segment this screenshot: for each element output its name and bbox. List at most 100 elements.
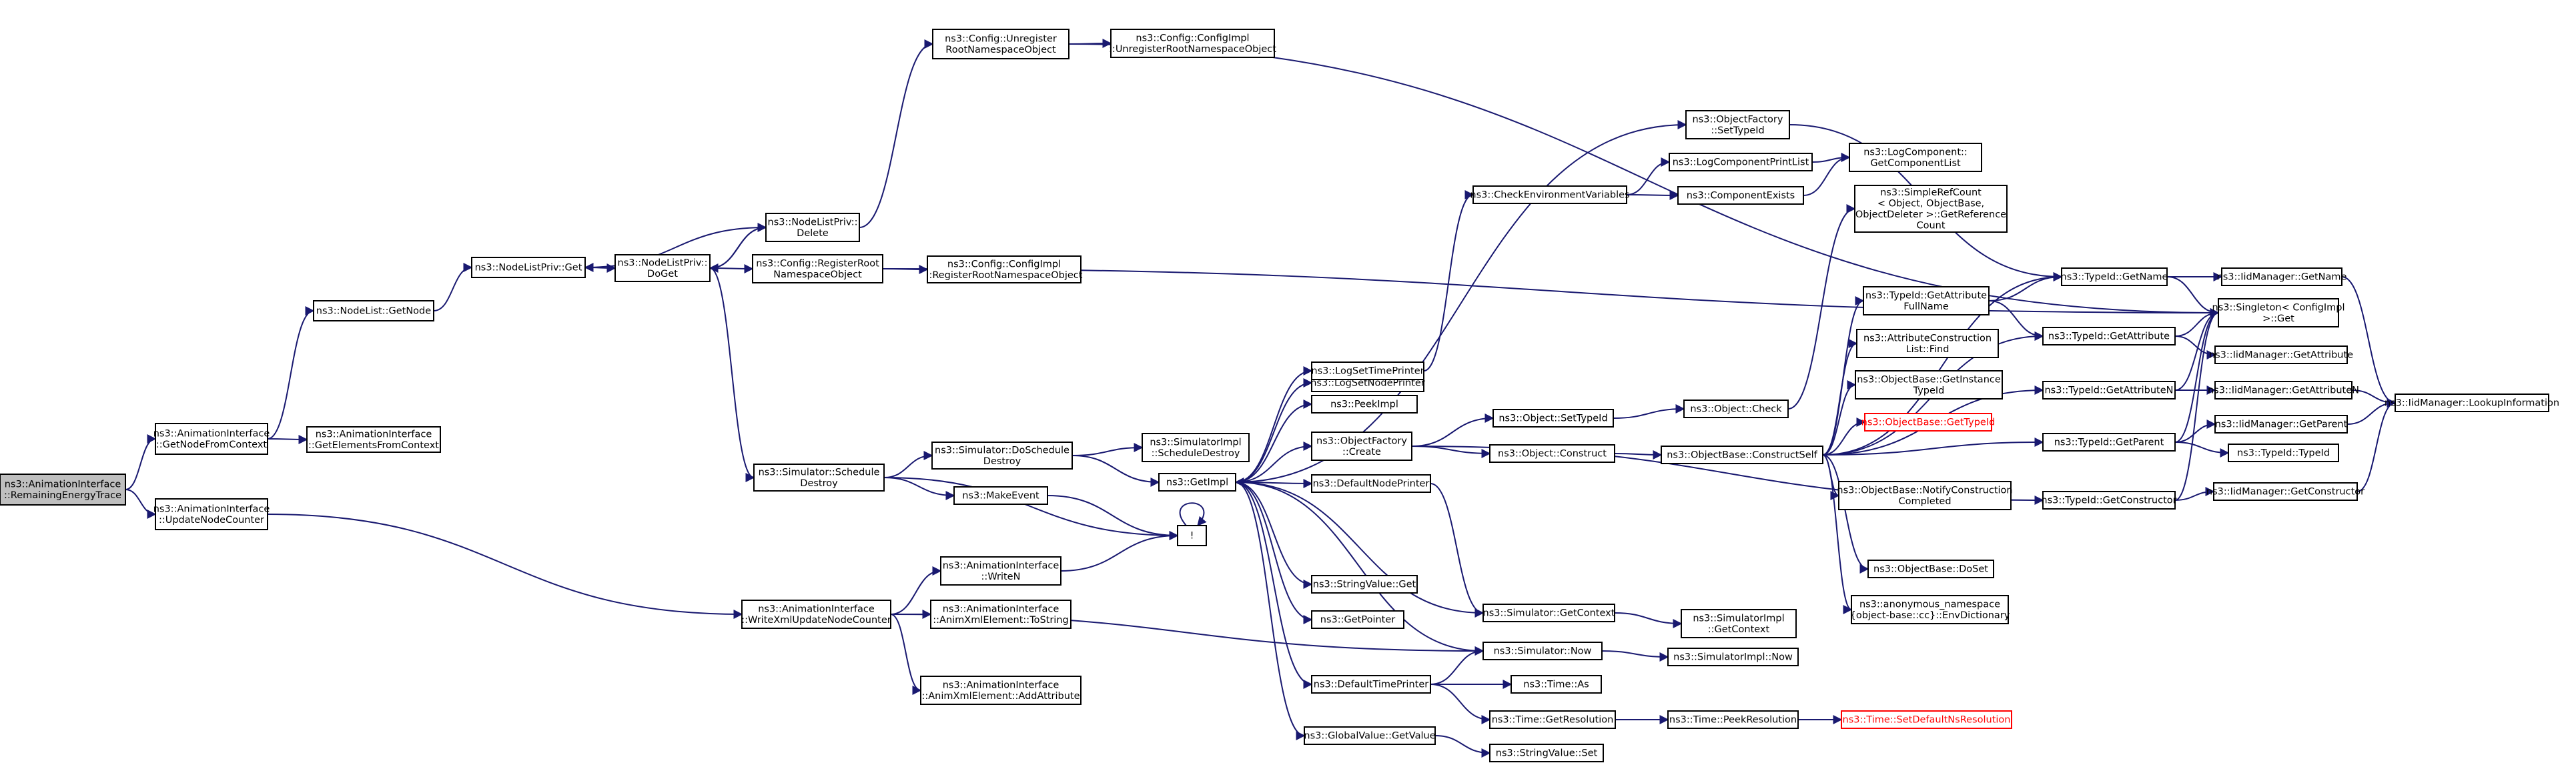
node-get-elements-from-context[interactable]: ns3::AnimationInterface::GetElementsFrom… [306, 426, 441, 453]
node-box[interactable] [2061, 267, 2168, 286]
node-box[interactable] [940, 556, 1061, 586]
node-anon-env-dictionary[interactable]: ns3::anonymous_namespace{object-base::cc… [1850, 595, 2010, 624]
node-box[interactable] [1841, 710, 2012, 729]
node-type-id-get-name[interactable]: ns3::TypeId::GetName [2061, 267, 2168, 286]
node-box[interactable] [1669, 153, 1813, 171]
node-box[interactable] [1489, 744, 1604, 762]
node-config-impl-unregister[interactable]: ns3::Config::ConfigImpl::UnregisterRootN… [1109, 29, 1276, 58]
node-box[interactable] [765, 213, 860, 242]
node-box[interactable] [2214, 415, 2348, 434]
node-node-list-priv-get[interactable]: ns3::NodeListPriv::Get [471, 257, 586, 278]
node-object-base-get-type-id[interactable]: ns3::ObjectBase::GetTypeId [1861, 413, 1996, 432]
node-write-xml-update-node-counter[interactable]: ns3::AnimationInterface::WriteXmlUpdateN… [741, 600, 891, 629]
node-box[interactable] [1110, 29, 1275, 58]
node-box[interactable] [1855, 370, 2003, 400]
node-object-base-notify-construction-completed[interactable]: ns3::ObjectBase::NotifyConstructionCompl… [1837, 481, 2013, 510]
node-box[interactable] [1304, 726, 1436, 745]
node-box[interactable] [2221, 267, 2342, 286]
node-object-base-construct-self[interactable]: ns3::ObjectBase::ConstructSelf [1661, 446, 1823, 464]
node-global-value-get-value[interactable]: ns3::GlobalValue::GetValue [1304, 726, 1436, 745]
node-box[interactable] [2214, 381, 2352, 400]
node-box[interactable] [1311, 474, 1431, 493]
node-box[interactable] [1856, 329, 1999, 358]
node-anim-xml-to-string[interactable]: ns3::AnimationInterface::AnimXmlElement:… [930, 600, 1071, 629]
node-box[interactable] [1838, 481, 2012, 510]
node-object-check[interactable]: ns3::Object::Check [1683, 400, 1789, 418]
node-config-register[interactable]: ns3::Config::RegisterRootNamespaceObject [752, 254, 883, 283]
node-type-id-get-attribute-n[interactable]: ns3::TypeId::GetAttributeN [2042, 381, 2176, 400]
node-object-construct[interactable]: ns3::Object::Construct [1489, 444, 1615, 463]
node-sim-impl-now[interactable]: ns3::SimulatorImpl::Now [1667, 648, 1799, 666]
node-string-value-set[interactable]: ns3::StringValue::Set [1489, 744, 1604, 762]
node-box[interactable] [1667, 710, 1799, 729]
node-default-node-printer[interactable]: ns3::DefaultNodePrinter [1311, 474, 1431, 493]
node-anim-xml-add-attribute[interactable]: ns3::AnimationInterface::AnimXmlElement:… [920, 676, 1082, 705]
node-time-get-resolution[interactable]: ns3::Time::GetResolution [1489, 710, 1616, 729]
node-time-peek-resolution[interactable]: ns3::Time::PeekResolution [1667, 710, 1799, 729]
node-box[interactable] [1677, 186, 1804, 205]
node-box[interactable] [1311, 395, 1418, 414]
node-config-impl-register[interactable]: ns3::Config::ConfigImpl::RegisterRootNam… [926, 255, 1083, 283]
node-box[interactable] [953, 486, 1048, 505]
node-type-id-get-constructor[interactable]: ns3::TypeId::GetConstructor [2041, 491, 2177, 510]
node-iid-get-name[interactable]: ns3::IidManager::GetName [2217, 267, 2347, 286]
node-config-unregister[interactable]: ns3::Config::UnregisterRootNamespaceObje… [932, 29, 1069, 59]
node-box[interactable] [930, 600, 1071, 629]
node-sim-get-context[interactable]: ns3::Simulator::GetContext [1482, 604, 1615, 622]
node-write-n[interactable]: ns3::AnimationInterface::WriteN [940, 556, 1061, 586]
node-box[interactable] [1681, 609, 1797, 638]
node-sim-schedule-destroy[interactable]: ns3::Simulator::ScheduleDestroy [753, 464, 885, 492]
node-box[interactable] [931, 442, 1073, 470]
node-time-as[interactable]: ns3::Time::As [1511, 675, 1602, 694]
node-box[interactable] [1864, 413, 1992, 432]
node-box[interactable] [753, 464, 885, 492]
node-time-set-default-ns-resolution[interactable]: ns3::Time::SetDefaultNsResolution [1841, 710, 2012, 729]
node-box[interactable] [2213, 482, 2358, 501]
node-iid-get-attribute[interactable]: ns3::IidManager::GetAttribute [2209, 345, 2353, 364]
node-box[interactable] [471, 257, 586, 278]
node-box[interactable] [1489, 710, 1616, 729]
node-box[interactable] [1489, 444, 1615, 463]
node-box[interactable] [1311, 675, 1431, 694]
node-type-id-get-parent[interactable]: ns3::TypeId::GetParent [2042, 433, 2176, 452]
node-box[interactable] [1492, 409, 1614, 428]
node-root[interactable]: ns3::AnimationInterface::RemainingEnergy… [0, 474, 126, 506]
node-box[interactable] [1849, 143, 1982, 172]
node-box[interactable] [2042, 491, 2176, 510]
node-box[interactable] [1867, 560, 1994, 578]
node-box[interactable] [2228, 444, 2339, 462]
node-box[interactable] [1482, 604, 1615, 622]
node-check-env[interactable]: ns3::CheckEnvironmentVariables [1470, 185, 1630, 204]
node-box[interactable] [1472, 185, 1627, 204]
node-box[interactable] [2218, 298, 2339, 327]
node-object-set-type-id[interactable]: ns3::Object::SetTypeId [1492, 409, 1614, 428]
node-box[interactable] [1854, 185, 2008, 233]
node-box[interactable] [0, 474, 126, 506]
node-get-pointer[interactable]: ns3::GetPointer [1311, 610, 1404, 629]
node-bang[interactable]: ! [1177, 525, 1207, 546]
node-box[interactable] [1511, 675, 1602, 694]
node-box[interactable] [313, 300, 434, 321]
node-iid-get-parent[interactable]: ns3::IidManager::GetParent [2214, 415, 2348, 434]
node-sim-impl-schedule-destroy[interactable]: ns3::SimulatorImpl::ScheduleDestroy [1142, 433, 1250, 462]
node-default-time-printer[interactable]: ns3::DefaultTimePrinter [1311, 675, 1431, 694]
node-box[interactable] [1311, 610, 1404, 629]
node-box[interactable] [1661, 446, 1823, 464]
node-box[interactable] [614, 254, 711, 282]
node-string-value-get[interactable]: ns3::StringValue::Get [1311, 575, 1418, 594]
node-box[interactable] [1683, 400, 1789, 418]
node-iid-get-attribute-n[interactable]: ns3::IidManager::GetAttributeN [2208, 381, 2359, 400]
node-make-event[interactable]: ns3::MakeEvent [953, 486, 1048, 505]
node-node-list-get-node[interactable]: ns3::NodeList::GetNode [313, 300, 434, 321]
node-object-factory-set-type-id[interactable]: ns3::ObjectFactory::SetTypeId [1685, 110, 1790, 139]
node-box[interactable] [155, 423, 268, 455]
node-box[interactable] [1311, 361, 1424, 380]
node-box[interactable] [741, 600, 891, 629]
node-singleton-get[interactable]: ns3::Singleton< ConfigImpl>::Get [2212, 298, 2345, 327]
node-log-set-time-printer[interactable]: ns3::LogSetTimePrinter [1311, 361, 1424, 380]
node-box[interactable] [2214, 345, 2348, 364]
node-node-list-priv-do-get[interactable]: ns3::NodeListPriv::DoGet [614, 254, 711, 282]
node-box[interactable] [927, 255, 1082, 283]
